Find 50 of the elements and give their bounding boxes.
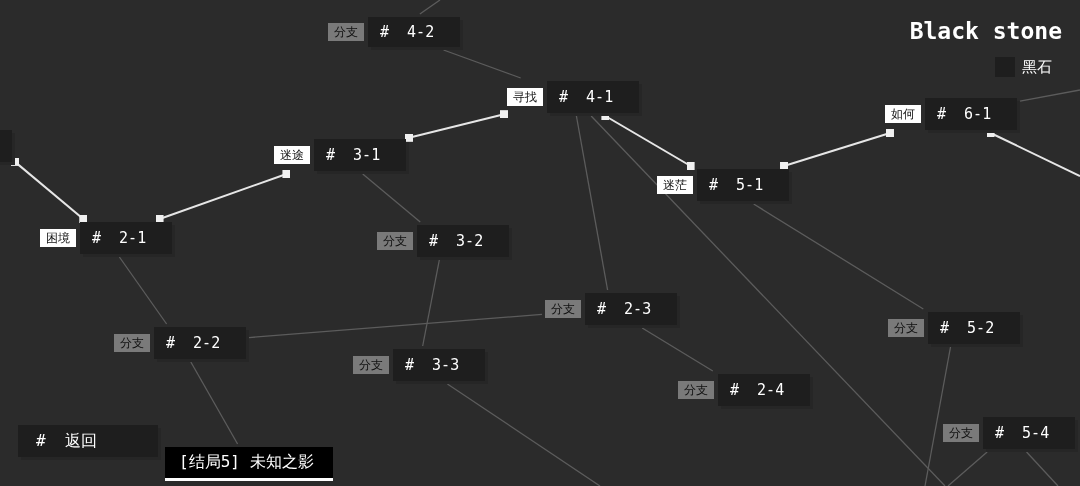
node-tag: 分支 [943, 424, 979, 442]
branch-line [190, 361, 239, 445]
branch-line [118, 256, 168, 325]
branch-line [442, 49, 522, 79]
back-button: # 返回 [18, 425, 158, 457]
branch-line [575, 115, 609, 291]
legend-label: 黑石 [1022, 57, 1052, 77]
branch-line [419, 0, 441, 15]
node-box: # 2-2 [154, 327, 246, 359]
node-tag: 迷茫 [657, 176, 693, 194]
branch-line [362, 173, 421, 223]
node-tag: 分支 [353, 356, 389, 374]
node-box: # 3-2 [417, 225, 509, 257]
node-box: # 5-1 [697, 169, 789, 201]
branch-line [1025, 451, 1059, 486]
node-box: # 2-1 [80, 222, 172, 254]
path-line [405, 110, 508, 142]
node-box: # 5-4 [983, 417, 1075, 449]
branch-line [248, 313, 543, 339]
node-tag: 困境 [40, 229, 76, 247]
node-tag: 分支 [377, 232, 413, 250]
branch-line [947, 451, 988, 486]
branch-line [641, 327, 714, 372]
node-tag: 如何 [885, 105, 921, 123]
path-line [11, 157, 88, 223]
node-tag: 分支 [888, 319, 924, 337]
node-box: # 3-1 [314, 139, 406, 171]
branch-line [590, 115, 946, 486]
branch-line [422, 259, 440, 347]
path-line [155, 170, 291, 223]
node-box: # 3-3 [393, 349, 485, 381]
path-line [780, 129, 894, 170]
node-tag: 分支 [114, 334, 150, 352]
branch-line [446, 383, 601, 486]
node-box: # 4-2 [368, 17, 460, 47]
node-box: # 2-3 [585, 293, 677, 325]
branch-line [1019, 89, 1080, 102]
node-tag: 分支 [545, 300, 581, 318]
node-tag: 分支 [678, 381, 714, 399]
branch-line [924, 346, 952, 486]
node-box: # 2-4 [718, 374, 810, 406]
title: Black stone [909, 18, 1062, 44]
node-tag: 迷途 [274, 146, 310, 164]
node-box: # 4-1 [547, 81, 639, 113]
node-tag: 寻找 [507, 88, 543, 106]
branch-line [753, 203, 924, 310]
node-box: # 6-1 [925, 98, 1017, 130]
ending-banner: [结局5] 未知之影 [165, 447, 333, 481]
node-tag: 分支 [328, 23, 364, 41]
node-box: # 5-2 [928, 312, 1020, 344]
